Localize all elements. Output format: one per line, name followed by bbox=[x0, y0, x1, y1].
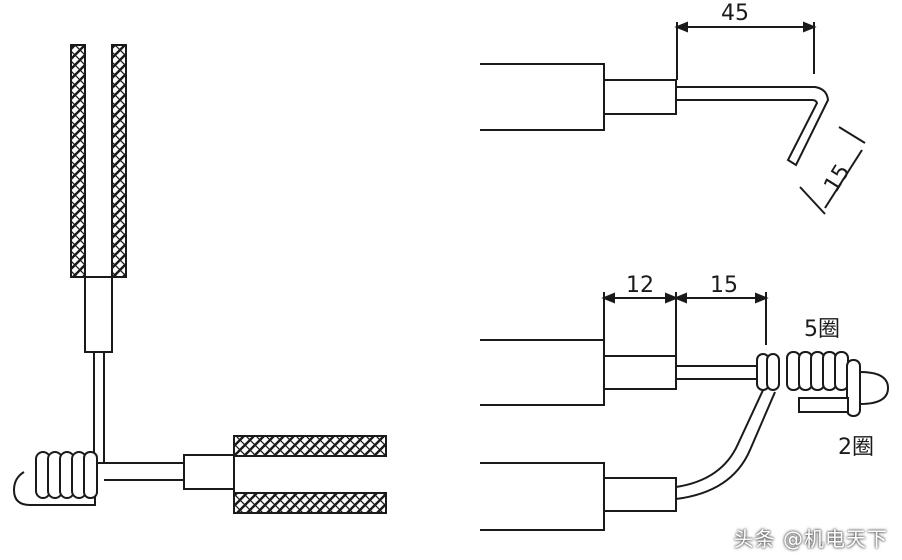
top-right-drawing bbox=[480, 21, 866, 215]
five-turns-label: 5圈 bbox=[804, 317, 840, 342]
upper-cable-jacket bbox=[480, 339, 605, 406]
lower-wire bbox=[675, 387, 765, 488]
horizontal-conductor-insulation bbox=[183, 454, 235, 490]
vertical-sleeve-left-strip bbox=[70, 44, 86, 278]
dim-15-angled-label: 15 bbox=[819, 160, 855, 197]
dim-45-label: 45 bbox=[721, 1, 749, 26]
vertical-conductor-insulation bbox=[84, 276, 113, 353]
horizontal-sleeve-top-strip bbox=[233, 435, 387, 457]
two-turns-label: 2圈 bbox=[838, 435, 874, 460]
insulation-top bbox=[603, 79, 677, 115]
end-loop bbox=[859, 371, 890, 405]
bottom-right-drawing bbox=[480, 292, 890, 531]
dim-15-label: 15 bbox=[710, 273, 738, 298]
watermark: 头条 @机电天下 bbox=[733, 527, 888, 551]
left-drawing bbox=[12, 44, 387, 514]
cable-jacket-top bbox=[480, 63, 605, 131]
vertical-sleeve-right-strip bbox=[111, 44, 127, 278]
upper-insulation bbox=[603, 355, 677, 390]
horizontal-sleeve-bottom-strip bbox=[233, 492, 387, 514]
bent-wire-top bbox=[676, 86, 830, 167]
dim-12-label: 12 bbox=[626, 273, 654, 298]
left-coil bbox=[12, 451, 104, 506]
five-turn-coil bbox=[786, 351, 861, 417]
two-turn-coil bbox=[756, 353, 780, 391]
lower-insulation bbox=[603, 477, 677, 512]
lower-cable-jacket bbox=[480, 462, 605, 531]
